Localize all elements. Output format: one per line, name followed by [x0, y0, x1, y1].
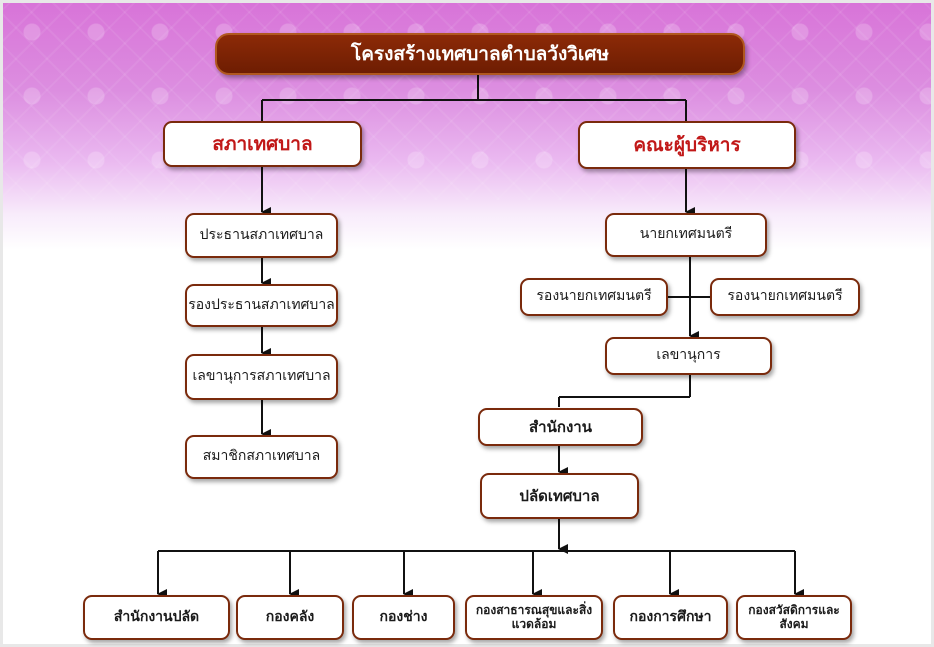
- division-box: กองช่าง: [352, 595, 455, 640]
- council-vice-president-box: รองประธานสภาเทศบาล: [185, 284, 338, 327]
- council-president-box: ประธานสภาเทศบาล: [185, 213, 338, 258]
- division-box: กองสวัสดิการและสังคม: [736, 595, 852, 640]
- council-secretary-box: เลขานุการสภาเทศบาล: [185, 354, 338, 400]
- executive-board-box: คณะผู้บริหาร: [578, 121, 796, 169]
- council-member-box: สมาชิกสภาเทศบาล: [185, 435, 338, 479]
- mayor-box: นายกเทศมนตรี: [605, 213, 767, 257]
- deputy-mayor-box: รองนายกเทศมนตรี: [520, 278, 668, 316]
- division-box: กองคลัง: [236, 595, 344, 640]
- chart-title: โครงสร้างเทศบาลตำบลวังวิเศษ: [215, 33, 745, 75]
- office-box: สำนักงาน: [478, 408, 643, 446]
- municipal-clerk-box: ปลัดเทศบาล: [480, 473, 639, 519]
- council-box: สภาเทศบาล: [163, 121, 362, 167]
- division-box: กองสาธารณสุขและสิ่งแวดล้อม: [465, 595, 603, 640]
- division-box: กองการศึกษา: [613, 595, 728, 640]
- division-box: สำนักงานปลัด: [83, 595, 230, 640]
- secretary-box: เลขานุการ: [605, 337, 772, 375]
- deputy-mayor-box: รองนายกเทศมนตรี: [710, 278, 860, 316]
